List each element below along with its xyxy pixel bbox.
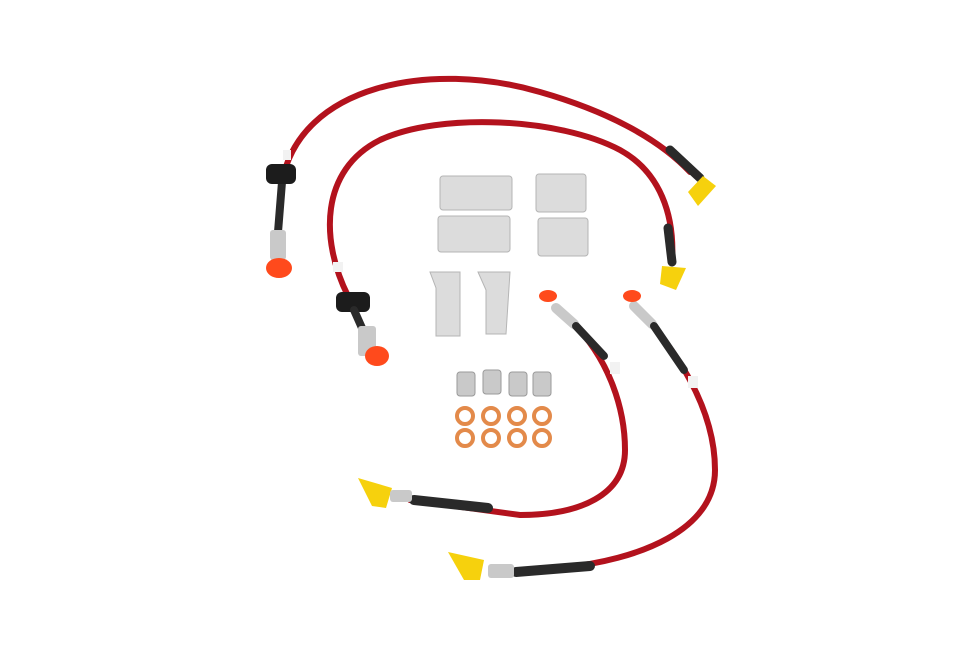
brake-hose-3 (358, 290, 629, 519)
copper-washer (532, 428, 552, 448)
orange-dust-cap (266, 258, 292, 278)
copper-washer (507, 428, 527, 448)
yellow-dust-cap (448, 552, 484, 580)
bracket (537, 217, 589, 257)
hose-label-band (610, 362, 620, 374)
yellow-dust-cap (688, 176, 716, 206)
adapter-fitting (482, 369, 502, 395)
mounting-brackets (429, 173, 589, 337)
copper-washer (455, 428, 475, 448)
copper-washer (455, 406, 475, 426)
adapter-fitting (532, 371, 552, 397)
yellow-dust-cap (660, 266, 686, 290)
hose-label-band (333, 262, 343, 272)
copper-washer (507, 406, 527, 426)
orange-dust-cap (539, 290, 557, 302)
bracket (477, 271, 511, 335)
steel-fitting (488, 564, 514, 578)
copper-washer (481, 428, 501, 448)
adapter-fitting (456, 371, 476, 397)
bracket (535, 173, 587, 213)
steel-fitting (390, 490, 412, 502)
copper-washer (481, 406, 501, 426)
bracket (437, 215, 511, 253)
copper-washers (455, 406, 552, 448)
bracket (439, 175, 513, 211)
brake-hose-2 (326, 119, 686, 366)
brake-hose-1 (266, 75, 716, 278)
hose-label-band (688, 376, 698, 388)
rubber-grommet (336, 292, 370, 312)
adapter-fittings (456, 369, 552, 397)
yellow-dust-cap (358, 478, 392, 508)
copper-washer (532, 406, 552, 426)
steel-fitting (270, 230, 286, 260)
brake-hose-4 (448, 290, 719, 580)
orange-dust-cap (365, 346, 389, 366)
bracket (429, 271, 461, 337)
rubber-grommet (266, 164, 296, 184)
adapter-fitting (508, 371, 528, 397)
hose-label-band (283, 150, 291, 160)
orange-dust-cap (623, 290, 641, 302)
